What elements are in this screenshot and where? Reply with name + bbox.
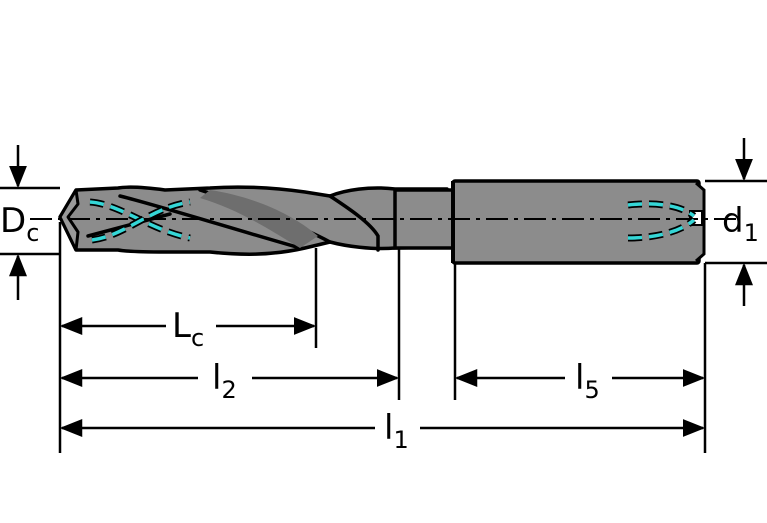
drill-body (58, 179, 706, 265)
shank (451, 179, 701, 265)
label-l5: l5 (575, 358, 600, 404)
label-lc: Lc (172, 306, 204, 352)
label-dc: Dc (0, 201, 39, 247)
label-l2: l2 (212, 358, 237, 404)
label-d1: d1 (722, 201, 759, 247)
label-l1: l1 (384, 408, 409, 454)
fluted-section (58, 185, 449, 256)
coolant-channels (89, 198, 697, 244)
dimension-lines (8, 138, 753, 437)
